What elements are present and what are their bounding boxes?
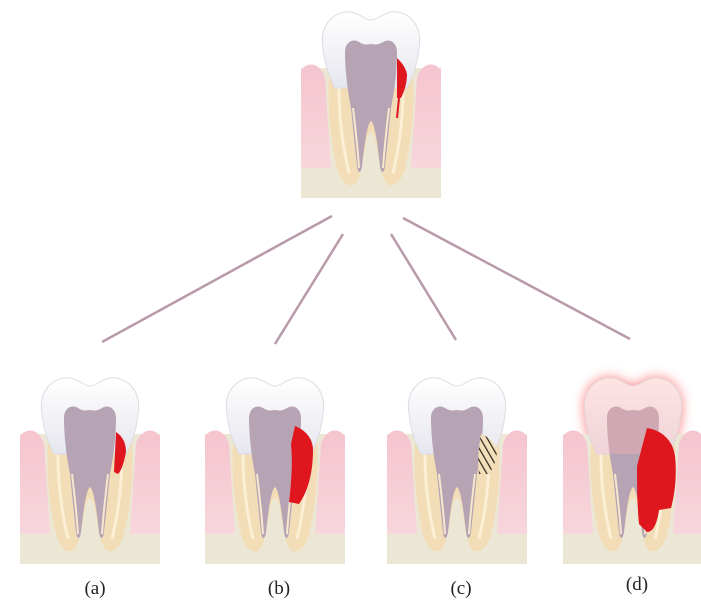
label-c: (c) (450, 578, 471, 599)
label-d: (d) (626, 574, 648, 595)
panel-c-illustration (387, 378, 527, 564)
label-b: (b) (268, 578, 290, 599)
label-a: (a) (84, 578, 105, 599)
panel-b-illustration (205, 378, 345, 564)
panel-a-illustration (20, 378, 160, 564)
connector-d (403, 218, 630, 339)
connector-a (102, 216, 332, 342)
connector-lines (102, 216, 630, 344)
panel-d-illustration (563, 378, 701, 564)
connector-c (391, 234, 456, 340)
top-tooth-illustration (301, 12, 441, 198)
connector-b (275, 234, 343, 344)
